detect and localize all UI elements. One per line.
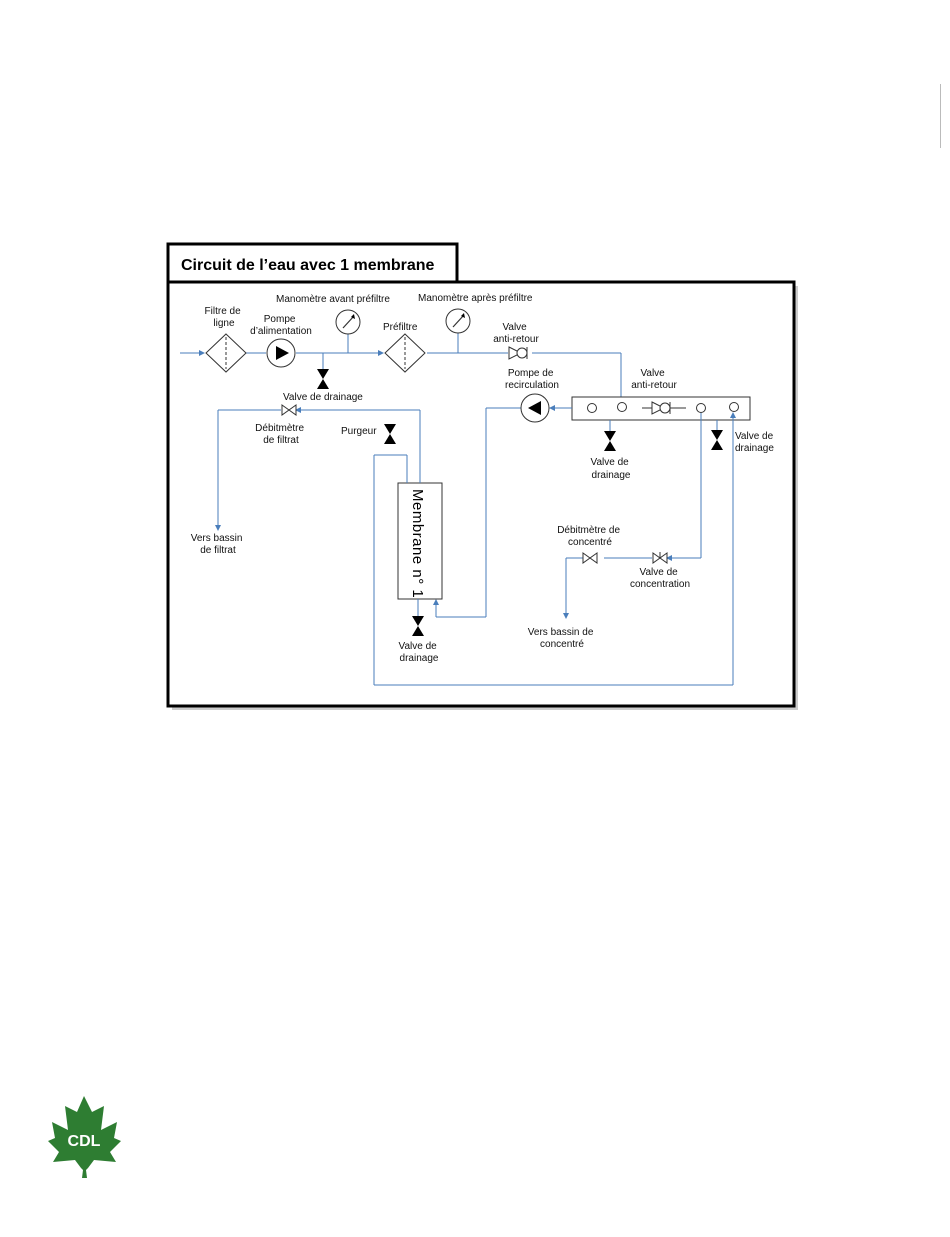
concentrate-flowmeter-label: Débitmètre de concentré xyxy=(557,525,623,548)
filtrate-flowmeter-label: Débitmètre de filtrat xyxy=(255,423,307,446)
gauge-after-prefilter-label: Manomètre après préfiltre xyxy=(418,293,533,304)
manifold xyxy=(571,396,751,421)
concentrate-basin-label: Vers bassin de concentré xyxy=(528,627,596,650)
concentration-valve-label: Valve de concentration xyxy=(630,567,690,590)
concentrate-flowmeter-icon xyxy=(582,552,598,564)
recirculation-pump-label: Pompe de recirculation xyxy=(505,368,559,391)
gauge-before-prefilter-label: Manomètre avant préfiltre xyxy=(276,294,390,305)
check-valve-1-icon xyxy=(508,346,528,360)
membrane-module: Membrane n° 1 xyxy=(397,482,443,600)
concentration-valve-icon xyxy=(652,552,668,564)
drain-valve-2-icon xyxy=(604,431,616,451)
maple-leaf-icon xyxy=(48,1096,121,1178)
membrane-label: Membrane n° 1 xyxy=(409,489,426,598)
feed-pump-label: Pompe d’alimentation xyxy=(250,314,312,337)
check-valve-2-icon xyxy=(651,401,671,415)
drain-valve-4-icon xyxy=(412,616,424,636)
feed-line xyxy=(180,333,624,406)
filtrate-basin-label: Vers bassin de filtrat xyxy=(191,533,245,556)
drain-valve-4-label: Valve de drainage xyxy=(399,641,440,664)
drain-valve-1-label: Valve de drainage xyxy=(283,392,363,403)
filtrate-line xyxy=(215,407,421,531)
purge-valve-label: Purgeur xyxy=(341,426,377,437)
diagram-title: Circuit de l’eau avec 1 membrane xyxy=(181,257,435,274)
diagram-frame xyxy=(166,280,798,710)
recirculation-line xyxy=(433,405,572,618)
purge-valve-icon xyxy=(384,424,396,444)
cdl-logo: CDL xyxy=(48,1096,121,1178)
recirculation-pump-symbol xyxy=(520,393,550,423)
prefilter-symbol xyxy=(384,333,426,373)
bypass-line xyxy=(373,412,736,686)
logo-text: CDL xyxy=(68,1133,101,1150)
filtrate-flowmeter-icon xyxy=(281,404,297,416)
title-box: Circuit de l’eau avec 1 membrane xyxy=(166,242,459,286)
page-edge-mark xyxy=(940,84,941,148)
feed-pump-symbol xyxy=(266,338,296,368)
line-filter-label: Filtre de ligne xyxy=(205,306,244,329)
concentrate-line xyxy=(563,413,702,619)
gauge-before-prefilter-icon xyxy=(335,309,361,335)
prefilter-label: Préfiltre xyxy=(383,322,418,333)
drain-valve-3-icon xyxy=(711,430,723,450)
drain-valve-3-label: Valve de drainage xyxy=(735,431,776,454)
check-valve-2-label: Valve anti-retour xyxy=(631,368,677,391)
gauge-after-prefilter-icon xyxy=(445,308,471,334)
check-valve-1-label: Valve anti-retour xyxy=(493,322,539,345)
drain-valve-1-icon xyxy=(317,369,329,389)
line-filter-symbol xyxy=(205,333,247,373)
drain-valve-2-label: Valve de drainage xyxy=(591,457,632,481)
